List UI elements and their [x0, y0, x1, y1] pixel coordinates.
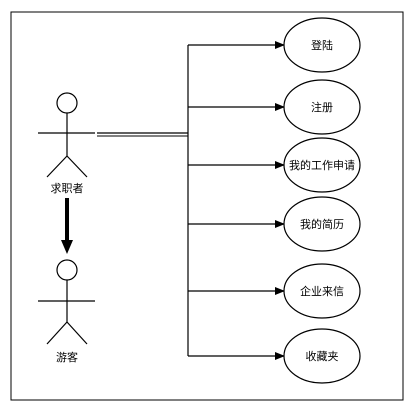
- use-case-label: 企业来信: [300, 284, 344, 298]
- use-case-ellipse: [283, 328, 361, 384]
- actor-head: [56, 259, 78, 281]
- use-case-label: 登陆: [311, 38, 333, 52]
- use-case-label: 我的工作申请: [289, 158, 355, 172]
- actor-right-leg: [66, 321, 88, 345]
- use-case-my-resume: 我的简历: [283, 196, 361, 252]
- actor-job-seeker: [38, 92, 95, 178]
- actor-label-visitor: 游客: [56, 350, 78, 364]
- use-case-label: 收藏夹: [306, 349, 339, 363]
- actor-visitor: [38, 259, 95, 345]
- use-case-login: 登陆: [283, 17, 361, 73]
- actor-relation-arrowhead: [61, 240, 73, 254]
- use-case-label: 我的简历: [300, 217, 344, 231]
- use-case-ellipse: [283, 263, 361, 319]
- use-case-ellipse: [283, 17, 361, 73]
- actors-group: [38, 92, 95, 345]
- use-case-my-applications: 我的工作申请: [283, 137, 361, 193]
- use-case-label: 注册: [311, 100, 333, 114]
- use-case-ellipse: [283, 137, 361, 193]
- actor-left-leg: [46, 321, 68, 345]
- use-case-ellipse: [283, 79, 361, 135]
- use-case-company-letters: 企业来信: [283, 263, 361, 319]
- actor-left-leg: [46, 155, 68, 178]
- use-case-ellipse: [283, 196, 361, 252]
- actor-label-job-seeker: 求职者: [51, 182, 84, 195]
- actor-head: [56, 92, 78, 114]
- connectors-group: [97, 41, 285, 360]
- use-case-favorites: 收藏夹: [283, 328, 361, 384]
- diagram-frame: [10, 11, 404, 401]
- actor-right-leg: [66, 155, 88, 178]
- use-case-register: 注册: [283, 79, 361, 135]
